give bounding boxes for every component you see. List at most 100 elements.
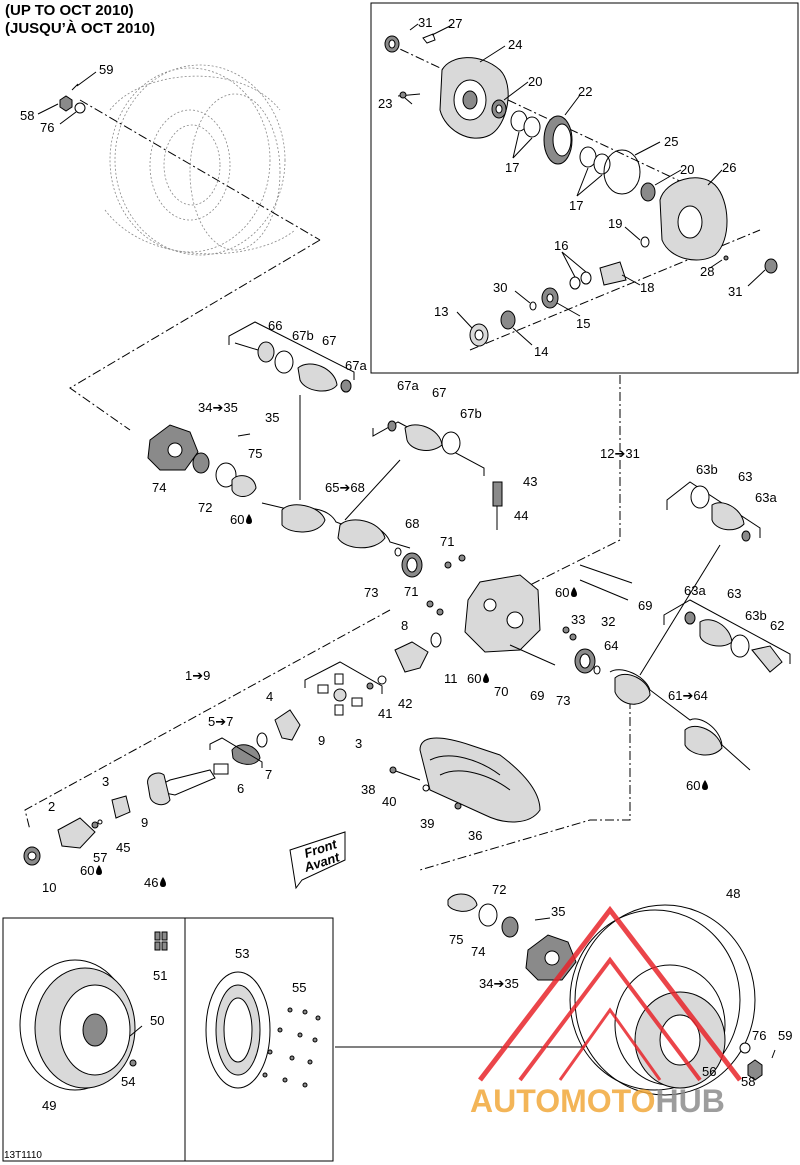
callout-c2: 2	[48, 799, 55, 814]
callout-c43: 43	[523, 474, 537, 489]
callout-c63_b: 63	[727, 586, 741, 601]
callout-c64: 64	[604, 638, 618, 653]
callout-c26: 26	[722, 160, 736, 175]
callout-c41: 41	[378, 706, 392, 721]
oil-drop-icon	[571, 587, 577, 597]
callout-c20b: 20	[680, 162, 694, 177]
u-joint-3-left	[111, 795, 131, 819]
front-direction-arrow	[289, 831, 346, 890]
callout-c60b: 60	[555, 585, 569, 600]
seal-14	[500, 310, 516, 330]
callout-c35a: 35	[265, 410, 279, 425]
ring-30	[529, 301, 537, 311]
header-up-to: (UP TO OCT 2010)	[5, 2, 134, 19]
callout-c56: 56	[702, 1064, 716, 1079]
washer-76-bottom	[739, 1042, 751, 1054]
prop-shaft	[147, 709, 301, 806]
callout-c13: 13	[434, 304, 448, 319]
callout-c67a_a: 67a	[345, 358, 367, 373]
callout-c59b: 59	[778, 1028, 792, 1043]
callout-c11: 11	[444, 671, 458, 686]
valve-50	[129, 1025, 143, 1037]
watermark-text: AUTOMOTOHUB	[470, 1083, 725, 1119]
callout-c36: 36	[468, 828, 482, 843]
callout-c72b: 72	[492, 882, 506, 897]
right-drive-shaft	[609, 481, 791, 771]
callout-c15: 15	[576, 316, 590, 331]
callout-c44: 44	[514, 508, 528, 523]
callout-c58a: 58	[20, 108, 34, 123]
rear-wheel-right	[569, 904, 756, 1096]
callout-c74b: 74	[471, 944, 485, 959]
ring-75-left	[215, 462, 237, 488]
callout-c5_7: 5➔7	[208, 714, 233, 729]
callout-c6: 6	[237, 781, 244, 796]
callout-c60c: 60	[467, 671, 481, 686]
seal-74-right	[501, 916, 519, 938]
callout-c17b: 17	[569, 198, 583, 213]
callout-c32: 32	[601, 614, 615, 629]
valve-caps-51	[154, 931, 168, 951]
o-ring-25	[603, 149, 641, 195]
callout-c53: 53	[235, 946, 249, 961]
bearing-72-left	[231, 475, 257, 497]
callout-c1_9: 1➔9	[185, 668, 210, 683]
callout-c63a_a: 63a	[755, 490, 777, 505]
nut-58-bottom	[747, 1059, 763, 1081]
callout-c22: 22	[578, 84, 592, 99]
bolts-55	[262, 1007, 321, 1088]
u-joint-3	[317, 673, 363, 716]
rear-wheel-left	[104, 64, 296, 256]
callout-c67b_b: 67b	[460, 406, 482, 421]
bearing-16-a	[569, 276, 581, 290]
oil-drop-icon	[702, 780, 708, 790]
callout-c33: 33	[571, 612, 585, 627]
bearing-20-b	[640, 182, 656, 202]
callout-c8: 8	[401, 618, 408, 633]
pin-59-bottom	[771, 1049, 776, 1059]
callout-c54: 54	[121, 1074, 135, 1089]
ring-68	[394, 547, 402, 557]
callout-c10: 10	[42, 880, 56, 895]
beadlock-ring-53	[205, 971, 271, 1089]
washer-76-top	[74, 102, 86, 114]
left-drive-shaft	[228, 321, 485, 549]
callout-c3b: 3	[102, 774, 109, 789]
callout-c63_a: 63	[738, 469, 752, 484]
callout-c14: 14	[534, 344, 548, 359]
callout-c34_35b: 34➔35	[479, 976, 519, 991]
callout-c76b: 76	[752, 1028, 766, 1043]
callout-c16: 16	[554, 238, 568, 253]
pin-59-top	[71, 83, 79, 91]
washer-19	[640, 236, 650, 248]
callout-c9a: 9	[318, 733, 325, 748]
callout-c9b: 9	[141, 815, 148, 830]
yoke-2	[57, 817, 96, 849]
callout-c68: 68	[405, 516, 419, 531]
callout-c73b: 73	[556, 693, 570, 708]
rim-kit-box	[2, 917, 334, 1162]
callout-c20a: 20	[528, 74, 542, 89]
stud-35-right	[534, 917, 551, 921]
callout-c4: 4	[266, 689, 273, 704]
oil-drop-icon	[96, 865, 102, 875]
callout-c23: 23	[378, 96, 392, 111]
callout-c46: 46	[144, 875, 158, 890]
callout-c59a: 59	[99, 62, 113, 77]
callout-c70: 70	[494, 684, 508, 699]
callout-c63b_a: 63b	[696, 462, 718, 477]
callout-c75b: 75	[449, 932, 463, 947]
callout-c73a: 73	[364, 585, 378, 600]
callout-c74a: 74	[152, 480, 166, 495]
callout-c45: 45	[116, 840, 130, 855]
callout-c67b_a: 67b	[292, 328, 314, 343]
callout-c71b: 71	[404, 584, 418, 599]
callout-c65_68: 65➔68	[325, 480, 365, 495]
callout-c48: 48	[726, 886, 740, 901]
rim-49	[19, 959, 136, 1091]
callout-c62: 62	[770, 618, 784, 633]
bearing-72-right	[447, 893, 478, 912]
callout-c66: 66	[268, 318, 282, 333]
callout-c7: 7	[265, 767, 272, 782]
